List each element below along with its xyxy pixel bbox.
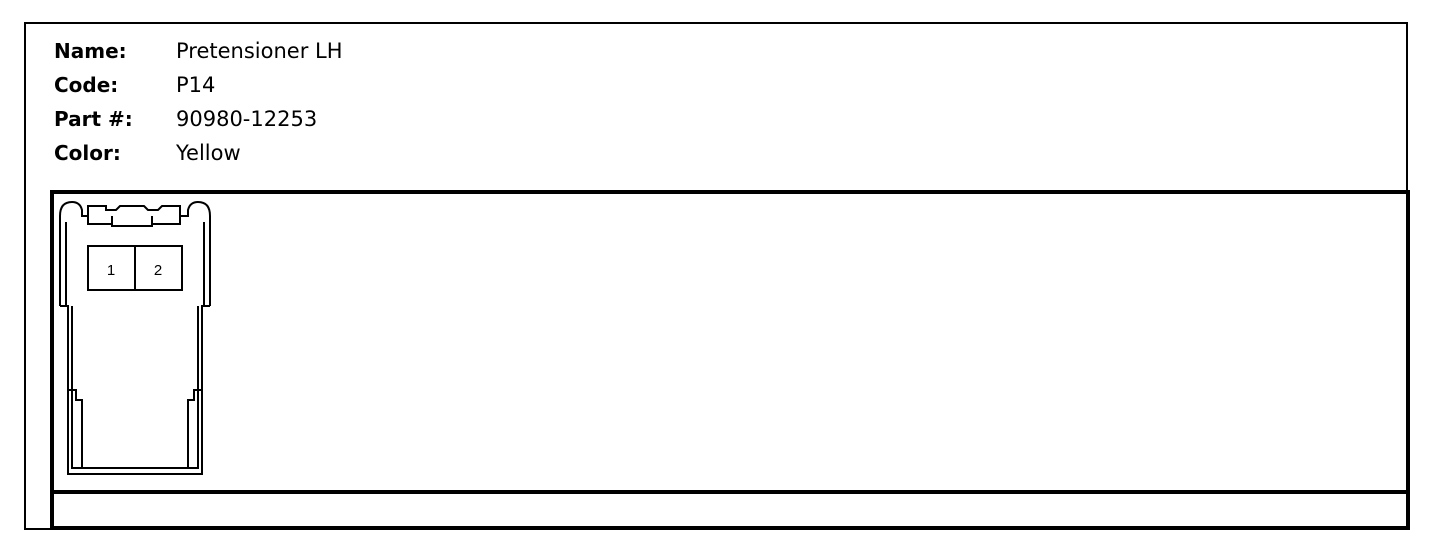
part-value: 90980-12253 [176,107,318,131]
name-row: Name: Pretensioner LH [54,34,343,68]
latch-detail [111,216,153,227]
code-row: Code: P14 [54,68,343,102]
connector-diagram-frame: 1 2 [50,190,1410,530]
housing-body [60,305,210,475]
code-label: Code: [54,73,119,97]
connector-face-drawing: 1 2 [59,200,211,475]
right-lock-slot [187,389,202,469]
part-row: Part #: 90980-12253 [54,102,343,136]
color-row: Color: Yellow [54,136,343,170]
diagram-divider [54,490,1406,494]
name-value: Pretensioner LH [176,39,343,63]
housing-side-rail [65,222,205,306]
connector-card: Name: Pretensioner LH Code: P14 Part #: … [24,22,1410,530]
housing-inner-body [71,306,199,469]
connector-housing-outline [59,200,211,306]
part-label: Part #: [54,107,133,131]
color-value: Yellow [176,141,241,165]
left-lock-slot [68,389,83,469]
pin-2-label: 2 [154,262,162,279]
color-label: Color: [54,141,121,165]
latch-rail [87,216,181,225]
code-value: P14 [176,73,216,97]
connector-info: Name: Pretensioner LH Code: P14 Part #: … [54,34,343,170]
name-label: Name: [54,39,127,63]
pin-1-label: 1 [107,262,115,279]
